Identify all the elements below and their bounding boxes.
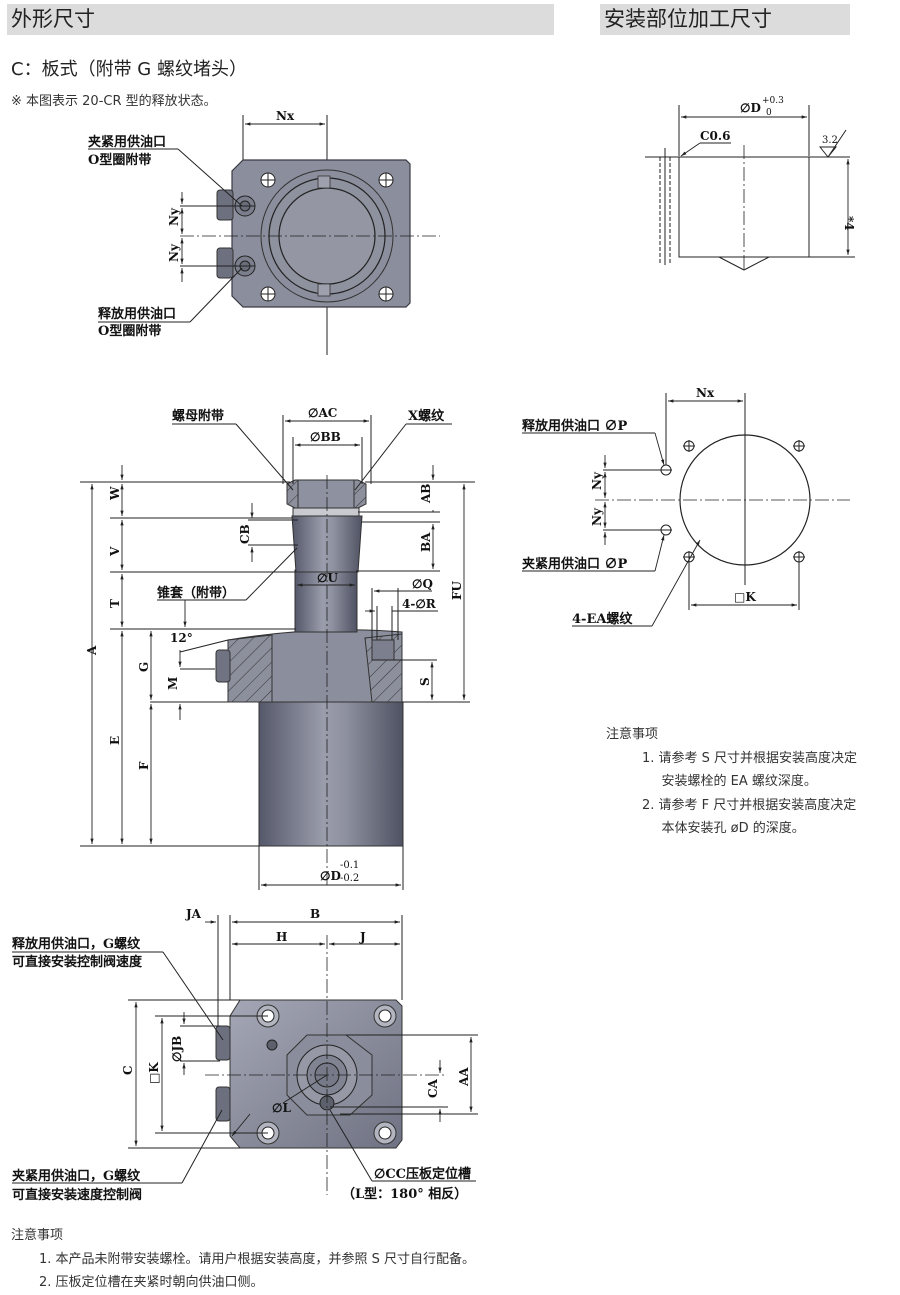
mounting-note-2: 2. 请参考 F 尺寸并根据安装高度决定本体安装孔 øD 的深度。 (642, 797, 857, 837)
angle-label: 12° (170, 631, 193, 645)
depth-label: *4 (842, 216, 856, 231)
x-thread-label: X螺纹 (408, 408, 445, 424)
product-notes-title: 注意事项 (11, 1228, 64, 1243)
dim-m-label: M (166, 677, 180, 690)
four-dia-r-label: 4-∅R (402, 597, 437, 611)
plan-nx-label: Nx (696, 386, 715, 400)
chamfer-label: C0.6 (700, 129, 730, 143)
model-subtitle: C：板式（附带 G 螺纹堵头） (11, 59, 247, 80)
release-port-label: 释放用供油口 (98, 306, 176, 322)
ny-lower-label: Ny (167, 243, 181, 262)
ny-upper-label: Ny (167, 207, 181, 226)
clamp-port-g-label: 夹紧用供油口，G螺纹 (12, 1168, 141, 1184)
dia-jb-label: ∅JB (170, 1036, 184, 1062)
dia-d-label: ∅D (320, 869, 341, 883)
mount-dia-d-label: ∅D (740, 101, 761, 115)
mount-plan: Nx Ny Ny □K 释放用供油口 ∅P 夹紧用供油口 ∅P 4-EA螺纹 (522, 386, 850, 627)
dim-cb-label: CB (238, 524, 252, 544)
dim-ca-label: CA (426, 1078, 440, 1098)
plan-k-label: □K (734, 590, 756, 604)
mounting-notes: 注意事项 1. 请参考 S 尺寸并根据安装高度决定安装螺栓的 EA 螺纹深度。 … (606, 723, 866, 841)
dia-q-label: ∅Q (412, 577, 433, 591)
product-note-2: 2. 压板定位槽在夹紧时朝向供油口侧。 (39, 1275, 264, 1290)
dim-g-label: G (137, 662, 151, 672)
roughness-label: 3.2 (822, 135, 838, 146)
bottom-view: JA B H J C □K ∅JB AA CA ∅L 释放用 (12, 907, 478, 1203)
dim-e-label: E (108, 736, 122, 745)
dia-d-tol-lower: -0.2 (340, 873, 359, 884)
bolt-hole-icon (260, 172, 394, 302)
mount-tol-lower: 0 (766, 108, 772, 118)
dim-w-label: W (108, 486, 122, 501)
release-port-g-label: 释放用供油口，G螺纹 (12, 936, 141, 952)
dim-s-label: S (418, 677, 432, 686)
dim-t-label: T (108, 599, 122, 608)
dia-u-label: ∅U (317, 571, 338, 585)
plan-ny-lower-label: Ny (590, 507, 604, 526)
plan-clamp-port-label: 夹紧用供油口 ∅P (522, 556, 628, 572)
dia-l-label: ∅L (272, 1101, 291, 1115)
clamp-port-plug (216, 189, 234, 221)
clamp-port-label: 夹紧用供油口 (88, 134, 166, 150)
product-note-1: 1. 本产品未附带安装螺栓。请用户根据安装高度，并参照 S 尺寸自行配备。 (39, 1251, 476, 1267)
dia-d-tol-upper: -0.1 (340, 860, 359, 871)
dim-b-label: B (310, 907, 320, 921)
plan-release-port-label: 释放用供油口 ∅P (522, 418, 628, 434)
clamp-port-oring-label: O型圈附带 (88, 152, 151, 168)
release-port-plug (216, 247, 234, 279)
section-header-outline-dimensions: 外形尺寸 (7, 4, 554, 35)
nut-label: 螺母附带 (172, 408, 224, 424)
dim-fu-label: FU (450, 580, 464, 600)
dim-v-label: V (108, 546, 122, 557)
dim-ab-label: AB (419, 484, 433, 504)
top-view: Nx Ny Ny 夹紧用供油口 O型圈附带 (88, 109, 440, 355)
release-port-oring-label: O型圈附带 (98, 323, 161, 339)
release-port-valve-label: 可直接安装控制阀速度 (12, 954, 143, 970)
dim-ja-label: JA (185, 907, 202, 921)
dim-c-label: C (121, 1065, 135, 1075)
dim-k-label: □K (147, 1062, 161, 1084)
taper-sleeve-label: 锥套（附带） (157, 585, 235, 601)
clamp-port-valve-label: 可直接安装速度控制阀 (12, 1187, 142, 1203)
product-notes: 注意事项 1. 本产品未附带安装螺栓。请用户根据安装高度，并参照 S 尺寸自行配… (11, 1224, 571, 1295)
section-header-mounting-dimensions: 安装部位加工尺寸 (600, 4, 850, 35)
side-view: A W V T E G F M 12° CB ∅AC ∅BB (80, 406, 475, 890)
plan-ea-thread-label: 4-EA螺纹 (572, 611, 633, 627)
dim-aa-label: AA (457, 1067, 471, 1087)
plan-ny-upper-label: Ny (590, 471, 604, 490)
mounting-note-1: 1. 请参考 S 尺寸并根据安装高度决定安装螺栓的 EA 螺纹深度。 (642, 750, 858, 790)
dim-h-label: H (276, 930, 287, 944)
cc-slot-label: ∅CC压板定位槽 (374, 1166, 471, 1182)
dim-f-label: F (137, 761, 151, 770)
dia-ac-label: ∅AC (308, 406, 337, 420)
cc-slot-note: （L型：180° 相反） (342, 1186, 467, 1202)
dim-a-label: A (85, 645, 99, 656)
dim-j-label: J (359, 930, 366, 944)
mounting-notes-title: 注意事项 (606, 727, 659, 742)
dia-bb-label: ∅BB (310, 430, 341, 444)
figure-remark: ※ 本图表示 20-CR 型的释放状态。 (11, 94, 217, 109)
mount-tol-upper: +0.3 (762, 96, 784, 106)
mount-hole-section: ∅D +0.3 0 C0.6 3.2 *4 (645, 96, 856, 271)
nx-label: Nx (276, 109, 295, 123)
dim-ba-label: BA (419, 532, 433, 552)
mount-hole-icon (660, 440, 805, 563)
